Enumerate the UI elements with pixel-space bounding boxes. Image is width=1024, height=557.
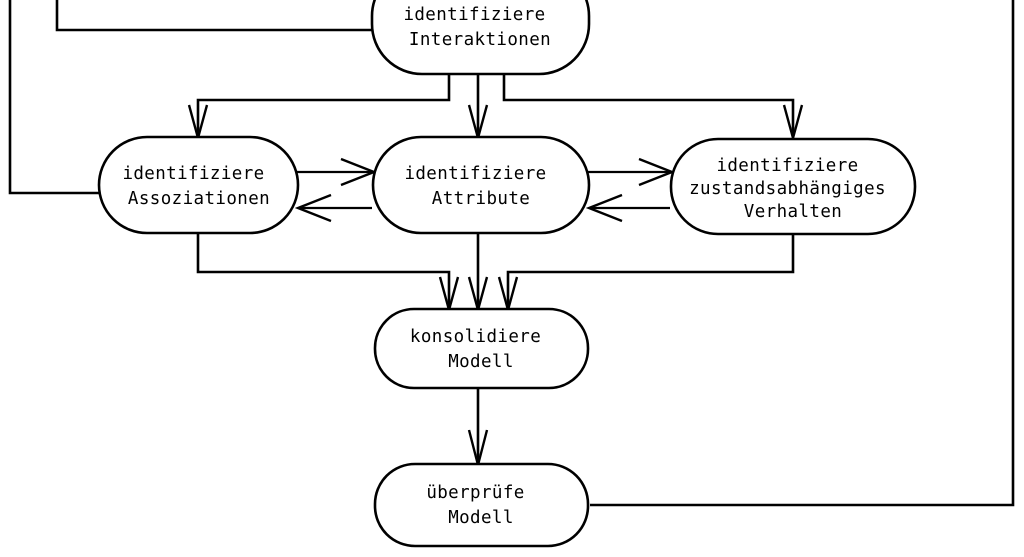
edge-verhalten-to-konsolidiere — [506, 232, 795, 308]
node-label-verhalten-line3: Verhalten — [744, 202, 842, 222]
node-label-assoziationen: identifiziere Assoziationen — [122, 164, 275, 209]
node-label-konsolidiere-line2: Modell — [448, 352, 514, 372]
node-identifiziere-attribute[interactable]: identifiziere Attribute — [371, 135, 591, 235]
node-konsolidiere-modell[interactable]: konsolidiere Modell — [373, 307, 590, 390]
node-shape-assoziationen — [97, 135, 300, 235]
node-identifiziere-zustandsabhaengiges-verhalten[interactable]: identifiziere zustandsabhängiges Verhalt… — [669, 137, 917, 236]
node-identifiziere-interaktionen[interactable]: identifiziere Interaktionen — [370, 0, 591, 76]
node-shape-attribute — [371, 135, 591, 235]
node-shape-konsolidiere — [373, 307, 590, 390]
node-label-interaktionen: identifiziere Interaktionen — [403, 5, 556, 50]
node-label-verhalten: identifiziere zustandsabhängiges Verhalt… — [689, 156, 897, 222]
arrowhead-verhalten-to-attribute — [585, 193, 623, 223]
node-ueberpruefe-modell[interactable]: überprüfe Modell — [373, 462, 590, 548]
node-shape-verhalten — [669, 137, 917, 236]
edge-interaktionen-to-verhalten — [502, 74, 795, 137]
node-label-konsolidiere: konsolidiere Modell — [410, 327, 552, 372]
node-label-attribute: identifiziere Attribute — [404, 164, 557, 209]
edge-offscreen-left-to-interaktionen — [55, 0, 373, 32]
edge-interaktionen-to-assoziationen — [196, 74, 451, 137]
node-label-attribute-line1: identifiziere — [404, 164, 546, 184]
edge-layer — [8, 0, 1015, 507]
node-label-ueberpruefe: überprüfe Modell — [426, 483, 535, 528]
node-label-interaktionen-line2: Interaktionen — [409, 30, 551, 50]
node-label-interaktionen-line1: identifiziere — [403, 5, 545, 25]
arrowhead-attribute-to-assoziationen — [294, 193, 332, 223]
node-label-konsolidiere-line1: konsolidiere — [410, 327, 541, 347]
edge-offscreen-left-to-assoziationen — [8, 0, 101, 195]
node-shape-ueberpruefe — [373, 462, 590, 548]
node-label-verhalten-line1: identifiziere — [716, 156, 858, 176]
node-identifiziere-assoziationen[interactable]: identifiziere Assoziationen — [97, 135, 300, 235]
node-label-assoziationen-line2: Assoziationen — [128, 189, 270, 209]
edge-ueberpruefe-feedback-right — [590, 0, 1015, 507]
edge-assoziationen-to-konsolidiere — [196, 232, 451, 308]
node-label-ueberpruefe-line2: Modell — [448, 508, 514, 528]
node-shape-interaktionen — [370, 0, 591, 76]
node-label-attribute-line2: Attribute — [432, 189, 530, 209]
node-label-verhalten-line2: zustandsabhängiges — [689, 179, 886, 199]
node-label-ueberpruefe-line1: überprüfe — [426, 483, 524, 503]
node-label-assoziationen-line1: identifiziere — [122, 164, 264, 184]
